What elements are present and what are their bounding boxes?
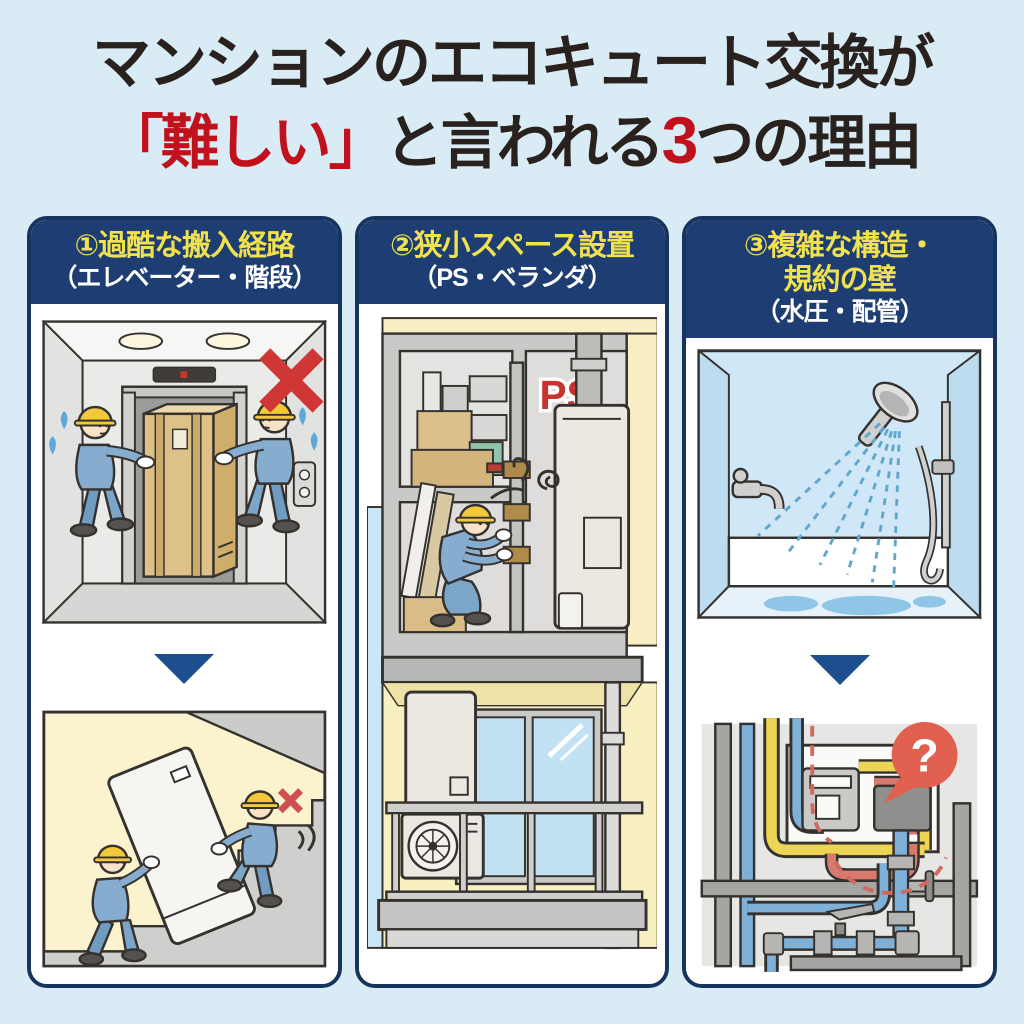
panel-3-body: ? — [686, 338, 994, 984]
panel-2-header: ②狭小スペース設置 （PS・ベランダ） — [358, 220, 666, 305]
sweat-drops-icon — [49, 407, 318, 455]
yellow-pipe — [766, 718, 925, 856]
side-valve — [907, 870, 935, 903]
pipe-and-valves — [485, 361, 531, 634]
three-reason-panels: ①過酷な搬入経路 （エレベーター・階段） — [27, 216, 998, 988]
panel-3-heading-line2: 規約の壁 — [783, 264, 897, 297]
worker-lower — [78, 844, 161, 967]
down-arrow-icon — [154, 654, 215, 685]
question-mark: ? — [911, 729, 939, 781]
blue-pipe — [739, 722, 756, 968]
title-difficult-word: 「難しい」 — [104, 109, 388, 176]
panel-1-heading: ①過酷な搬入経路 — [74, 230, 296, 262]
sloped-ceiling — [185, 710, 327, 775]
hidden-route-dashes-icon — [810, 725, 949, 895]
panel-3-heading-line1: ③複雑な構造・ — [743, 230, 937, 262]
staircase — [42, 799, 327, 968]
panel-2-heading: ②狭小スペース設置 — [389, 230, 635, 262]
main-valve-assembly — [763, 902, 921, 972]
floor-slab — [380, 655, 644, 685]
down-arrow-icon — [809, 655, 870, 686]
title-reasons: つの理由 — [695, 109, 922, 176]
panel-1-header: ①過酷な搬入経路 （エレベーター・階段） — [31, 220, 338, 305]
spray-lines-icon — [757, 422, 902, 589]
question-bubble-icon: ? — [884, 721, 958, 804]
panel-3-header: ③複雑な構造・ 規約の壁 （水圧・配管） — [686, 220, 994, 339]
bathroom-illustration — [696, 349, 983, 621]
shake-marks-icon — [297, 824, 316, 852]
panel-3-structure-rules: ③複雑な構造・ 規約の壁 （水圧・配管） — [682, 216, 998, 988]
storage-compartment — [398, 350, 514, 489]
heat-pump-unit — [400, 812, 485, 880]
helmet-icon — [77, 406, 113, 425]
gray-pipe — [714, 722, 733, 968]
panel-2-body: PS — [358, 304, 666, 984]
water-puddle — [913, 596, 947, 608]
small-cross-icon — [277, 788, 304, 814]
confusion-marks-icon — [489, 457, 560, 500]
panel-2-narrow-space: ②狭小スペース設置 （PS・ベランダ） — [354, 216, 670, 988]
panel-1-carry-in-route: ①過酷な搬入経路 （エレベーター・階段） — [27, 216, 342, 988]
panel-2-subheading: （PS・ベランダ） — [412, 264, 612, 293]
water-puddle — [822, 596, 912, 616]
red-valve-handle — [485, 462, 504, 474]
balcony-slab — [376, 899, 648, 932]
gray-pipe — [700, 879, 979, 898]
balcony-railing — [384, 801, 644, 902]
helmet-icon — [458, 504, 492, 522]
title-number-3: 3 — [661, 102, 699, 177]
worker-kneeling — [429, 504, 513, 628]
worker-right — [214, 400, 300, 534]
valve-lever — [825, 902, 876, 921]
ceiling-light-icon — [118, 332, 164, 351]
worker-left — [69, 406, 156, 538]
bathtub — [728, 537, 950, 588]
sky-strip — [366, 506, 384, 950]
piping-diagram-illustration: ? — [700, 718, 979, 972]
water-heater-unit — [553, 404, 630, 630]
stairs-illustration — [42, 710, 327, 968]
hot-water-tank — [107, 746, 256, 946]
ceiling-light-icon — [205, 332, 251, 351]
worker-upper — [210, 790, 283, 909]
water-puddle — [764, 596, 819, 612]
call-button-panel — [292, 461, 317, 508]
elevator-illustration — [41, 319, 328, 625]
gray-pipe — [952, 802, 972, 968]
exhaust-duct — [570, 332, 607, 407]
cross-mark-icon — [259, 348, 324, 413]
gray-pipe — [790, 955, 963, 972]
panel-1-body — [31, 304, 338, 984]
panel-3-subheading: （水圧・配管） — [755, 298, 925, 327]
title-line-1: マンションのエコキュート交換が — [91, 30, 935, 96]
panel-1-subheading: （エレベーター・階段） — [52, 264, 317, 293]
title-line-2: 「難しい」と言われる3つの理由 — [0, 100, 1024, 181]
cardboard-box — [142, 402, 238, 579]
building-cross-section-illustration: PS — [366, 317, 658, 950]
water-meter — [801, 767, 861, 832]
shower-head — [858, 382, 955, 585]
main-title: マンションのエコキュート交換が 「難しい」と言われる3つの理由 — [0, 28, 1024, 180]
faucet — [731, 468, 785, 510]
title-said-to-be: と言われる — [384, 109, 665, 176]
